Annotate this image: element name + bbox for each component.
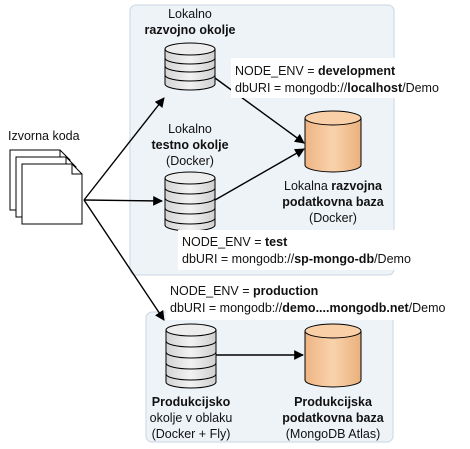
config-test-env: NODE_ENV = test [182,235,288,249]
test-environment-line3: (Docker) [166,154,214,168]
prod-database-line3: (MongoDB Atlas) [286,427,380,441]
config-production-uri: dbURI = mongodb://demo....mongodb.net/De… [170,301,445,315]
config-development: NODE_ENV = development dbURI = mongodb:/… [235,64,439,95]
prod-environment-line3: (Docker + Fly) [152,427,231,441]
source-label: Izvorna koda [8,129,80,143]
arrow-test-to-local-db [214,148,305,201]
test-server-icon [164,171,216,232]
prod-database-icon [304,323,362,388]
arrow-source-to-prod [83,199,165,321]
arrow-source-to-dev [83,97,165,201]
config-production-box [166,280,462,320]
prod-environment-label: Produkcijsko okolje v oblaku (Docker + F… [150,395,233,441]
prod-database-label: Produkcijska podatkovna baza (MongoDB At… [282,395,384,441]
local-database-line3: (Docker) [309,211,357,225]
prod-database-line2: podatkovna baza [282,411,384,425]
dev-server-icon [164,42,216,91]
config-test: NODE_ENV = test dbURI = mongodb://sp-mon… [182,235,411,266]
config-production: NODE_ENV = production dbURI = mongodb://… [170,284,445,315]
prod-database-line1: Produkcijska [294,395,373,409]
test-environment-label: Lokalno testno okolje (Docker) [151,122,228,168]
config-development-uri: dbURI = mongodb://localhost/Demo [235,81,439,95]
arrow-dev-to-local-db [214,77,305,144]
documents-icon [9,149,83,225]
local-database-icon [304,110,362,173]
dev-environment-label: Lokalno razvojno okolje [145,7,236,37]
prod-environment-line1: Produkcijsko [152,395,231,409]
dev-environment-line2: razvojno okolje [145,23,236,37]
local-database-label: Lokalna razvojna podatkovna baza (Docker… [282,179,384,225]
prod-environment-line2: okolje v oblaku [150,411,233,425]
config-production-env: NODE_ENV = production [170,284,318,298]
config-test-uri: dbURI = mongodb://sp-mongo-db/Demo [182,252,411,266]
prod-server-icon [165,323,217,389]
dev-environment-line1: Lokalno [168,7,212,21]
arrow-source-to-test [83,195,163,206]
test-environment-line1: Lokalno [168,122,212,136]
config-development-env: NODE_ENV = development [235,64,396,78]
config-development-box [231,58,460,98]
config-test-box [178,230,414,270]
test-environment-line2: testno okolje [151,138,228,152]
local-database-line1: Lokalna razvojna [284,179,383,193]
local-database-line2: podatkovna baza [282,195,384,209]
